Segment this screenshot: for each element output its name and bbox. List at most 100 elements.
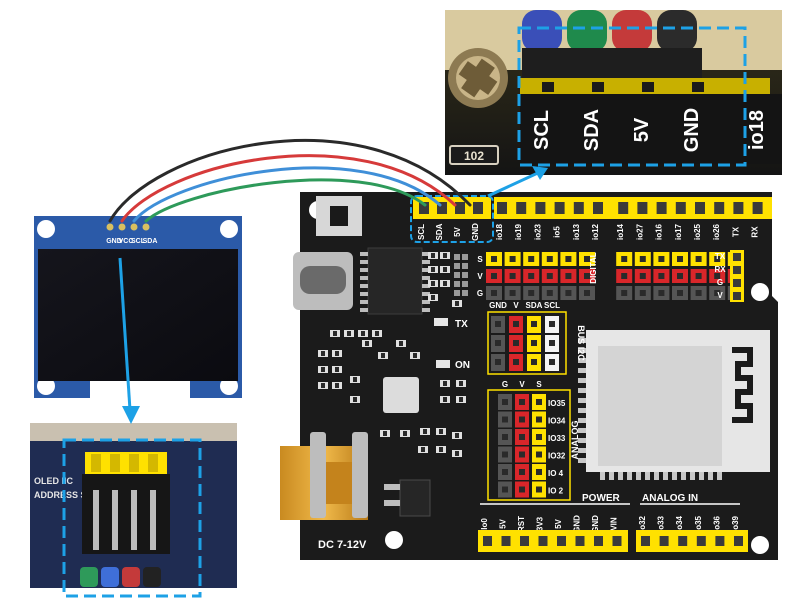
zoom-pin-label: GND bbox=[681, 108, 703, 152]
mount-hole bbox=[220, 377, 238, 395]
power-pin-socket bbox=[501, 536, 511, 546]
power-pin-label: RST bbox=[517, 516, 526, 532]
analog-pin-label: IO35 bbox=[548, 399, 566, 408]
pin-row-label: S bbox=[477, 255, 483, 264]
iic-header-label: 5V bbox=[453, 226, 462, 236]
oled-back-text: OLED IIC bbox=[34, 476, 74, 486]
analog-pin-label: IO34 bbox=[548, 417, 566, 426]
zoom-pin-contact bbox=[112, 490, 118, 550]
wire-green-photo bbox=[567, 10, 607, 52]
analog-pin-label: IO33 bbox=[548, 434, 566, 443]
pin-row-label: G bbox=[477, 289, 483, 298]
dc-label: DC 7-12V bbox=[318, 539, 367, 551]
oled-pin-pad bbox=[118, 223, 126, 231]
power-label: POWER bbox=[582, 493, 621, 504]
power-pin-socket bbox=[520, 536, 529, 546]
jumper-wires bbox=[108, 138, 472, 223]
power-led bbox=[436, 360, 450, 368]
right-header-pin bbox=[733, 266, 741, 274]
bus-i2c-label: BUS I2C bbox=[576, 325, 586, 361]
iic-header-pin bbox=[473, 202, 483, 214]
bus-i2c-frame bbox=[487, 311, 567, 375]
power-pin-socket bbox=[612, 536, 622, 546]
oled-pin-pad bbox=[106, 223, 114, 231]
power-pin-label: GND bbox=[591, 515, 600, 533]
pin-row-label: V bbox=[477, 272, 483, 281]
right-pin-header bbox=[730, 250, 744, 302]
zoom-pin-contact bbox=[150, 490, 156, 550]
resistor-label: 102 bbox=[464, 149, 484, 163]
arrow-head-top bbox=[532, 166, 548, 180]
top-header-label: io12 bbox=[591, 223, 600, 240]
right-pin-label: V bbox=[717, 291, 723, 300]
top-header-label: io13 bbox=[572, 223, 581, 240]
top-header-pin bbox=[733, 202, 744, 214]
bus-i2c-head: SCL bbox=[544, 301, 560, 310]
analog-in-pin-label: Io39 bbox=[731, 515, 740, 532]
iic-header-pin bbox=[419, 202, 429, 214]
analog-in-pin-label: Io33 bbox=[657, 515, 666, 532]
analog-in-pin-socket bbox=[734, 536, 743, 546]
top-header-label: io25 bbox=[693, 223, 702, 240]
iic-header-label: SCL bbox=[417, 224, 426, 240]
analog-side-label: ANALOG bbox=[570, 421, 580, 460]
bus-i2c-head: GND bbox=[489, 301, 507, 310]
usb-serial-chip bbox=[367, 247, 423, 315]
top-header-pin bbox=[497, 202, 507, 214]
antenna-trace bbox=[732, 347, 753, 423]
callout-arrows bbox=[118, 166, 548, 424]
zoom-yellow-header bbox=[85, 452, 167, 474]
iic-header-label: GND bbox=[471, 223, 480, 241]
top-header-label: io5 bbox=[553, 226, 562, 238]
power-pin-socket bbox=[557, 536, 566, 546]
voltage-regulator bbox=[399, 479, 431, 517]
zoom-pin-label: SDA bbox=[581, 109, 603, 151]
mount-hole bbox=[220, 220, 238, 238]
analog-in-pin-socket bbox=[715, 536, 725, 546]
zoom-bottom-callout-box bbox=[62, 438, 202, 598]
zoom-pin-socket bbox=[592, 82, 604, 92]
arrow-head-bottom bbox=[122, 406, 140, 424]
oled-pin-label: SDA bbox=[143, 238, 158, 245]
analog-pin-label: IO32 bbox=[548, 452, 566, 461]
top-header-pin bbox=[593, 202, 603, 214]
analog-in-pin-label: Io32 bbox=[638, 515, 647, 532]
oled-pin-pad bbox=[142, 223, 150, 231]
analog-in-pin-label: Io36 bbox=[712, 515, 721, 532]
power-pin-label: 3V3 bbox=[536, 516, 545, 531]
analog-in-pin-label: Io35 bbox=[694, 515, 703, 532]
power-pin-label: 5V bbox=[499, 518, 508, 528]
top-header-pin bbox=[516, 202, 527, 214]
oled-pin-label: VCC bbox=[119, 238, 134, 245]
top-header-pin bbox=[656, 202, 667, 214]
top-header-label: io18 bbox=[495, 223, 504, 240]
iic-header bbox=[413, 197, 491, 219]
analog-pin-label: IO 2 bbox=[548, 487, 564, 496]
oled-pin-label: SCL bbox=[131, 238, 146, 245]
zoom-pin-label: SCL bbox=[531, 110, 553, 150]
analog-head: S bbox=[536, 380, 542, 389]
top-header-label: io16 bbox=[655, 223, 664, 240]
power-pin-header bbox=[478, 530, 628, 552]
right-pin-label: RX bbox=[714, 265, 726, 274]
iic-header-pin bbox=[455, 202, 465, 214]
mount-hole bbox=[37, 377, 55, 395]
oled-screen bbox=[38, 249, 238, 381]
zoom-top-callout-box bbox=[517, 26, 747, 167]
top-header-pin bbox=[695, 202, 705, 214]
mount-hole bbox=[37, 220, 55, 238]
oled-back-text: ADDRESS S bbox=[34, 490, 87, 500]
zoom-side-label: io18 bbox=[746, 110, 768, 150]
bus-i2c-head: SDA bbox=[526, 301, 543, 310]
right-header-pin bbox=[733, 253, 741, 261]
top-header-label: io23 bbox=[533, 223, 542, 240]
power-pin-label: VIN bbox=[610, 517, 619, 531]
analog-in-pin-header bbox=[636, 530, 748, 552]
regulator-pad bbox=[383, 377, 419, 413]
top-header-label: RX bbox=[751, 226, 760, 238]
top-header-label: TX bbox=[731, 226, 740, 237]
right-pin-label: TX bbox=[715, 252, 726, 261]
